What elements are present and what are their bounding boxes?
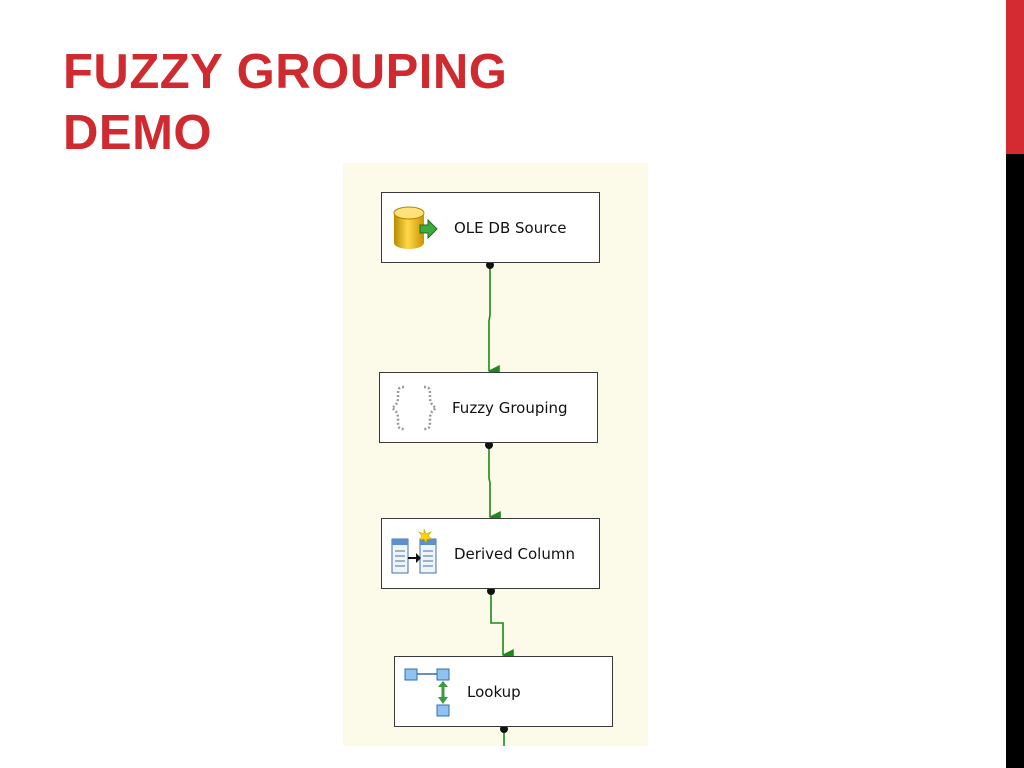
lookup-icon (404, 668, 450, 717)
database-source-icon (393, 206, 438, 249)
task-lookup[interactable]: Lookup (394, 656, 613, 727)
task-label: OLE DB Source (454, 218, 567, 237)
accent-bar-red (1006, 0, 1024, 154)
connector-handle-source[interactable] (486, 261, 494, 269)
task-label: Fuzzy Grouping (452, 398, 568, 417)
task-label: Derived Column (454, 544, 575, 563)
connector-source-to-fuzzy[interactable] (487, 267, 500, 377)
data-flow-canvas[interactable]: OLE DB Source Fuzzy Grouping Derived Col… (343, 163, 648, 746)
data-flow-connectors (485, 261, 514, 746)
connector-handle-derived[interactable] (487, 587, 495, 595)
connector-handle-fuzzy[interactable] (485, 441, 493, 449)
fuzzy-grouping-icon (389, 385, 436, 431)
slide-title-line-2: DEMO (63, 106, 212, 160)
task-fuzzy-grouping[interactable]: Fuzzy Grouping (379, 372, 598, 443)
connector-derived-to-lookup[interactable] (490, 593, 514, 661)
slide-title: FUZZY GROUPING DEMO (63, 42, 507, 164)
slide-title-line-1: FUZZY GROUPING (63, 45, 508, 99)
accent-bar-black (1006, 154, 1024, 768)
task-ole-db-source[interactable]: OLE DB Source (381, 192, 600, 263)
connector-fuzzy-to-derived[interactable] (488, 447, 501, 523)
task-derived-column[interactable]: Derived Column (381, 518, 600, 589)
connector-handle-lookup[interactable] (500, 725, 508, 733)
derived-column-icon (391, 529, 437, 574)
task-label: Lookup (467, 682, 521, 701)
